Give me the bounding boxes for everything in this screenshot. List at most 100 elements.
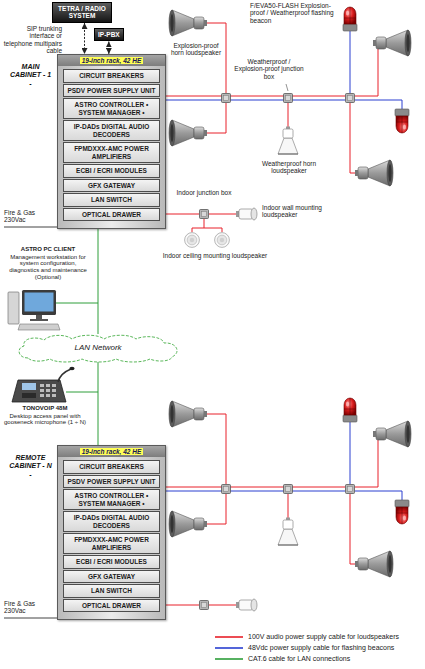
rack-module: PSDV POWER SUPPLY UNIT [63, 475, 160, 488]
audio-cable [350, 103, 355, 173]
rack-module: IP-DADs DIGITAL AUDIO DECODERS [63, 511, 160, 532]
legend-swatch-box [214, 644, 244, 652]
indoor-junction-box [200, 210, 209, 219]
rack-module: OPTICAL DRAWER [63, 599, 160, 612]
box-label: LAN SWITCH [66, 196, 157, 203]
box-label: ECBI / ECRI MODULES [66, 558, 157, 565]
rack-module: CIRCUIT BREAKERS [63, 69, 160, 82]
beacon-cable [166, 100, 345, 101]
audio-cable [209, 214, 236, 215]
rack-module: ASTRO CONTROLLER • SYSTEM MANAGER • [63, 98, 160, 119]
network-name: LAN Network [14, 334, 182, 362]
audio-cable [166, 96, 345, 97]
device-label: Indoor wall mounting loudspeaker [262, 204, 338, 219]
cable-connector [98, 229, 99, 334]
monitor-screen [25, 293, 54, 312]
cabinet-title: REMOTE CABINET - N - [8, 454, 53, 479]
box-label: LAN SWITCH [66, 587, 157, 594]
box-label: IP-PBX [98, 31, 120, 38]
legend-row: CAT.6 cable for LAN connections [214, 653, 399, 664]
box-label: OPTICAL DRAWER [66, 211, 157, 218]
box-label: OPTICAL DRAWER [66, 602, 157, 609]
rack-module: CIRCUIT BREAKERS [63, 460, 160, 473]
flashing-beacon [343, 7, 357, 31]
box-label: GFX GATEWAY [66, 573, 157, 580]
junction-box [222, 94, 231, 103]
explosion-proof-horn [169, 120, 207, 146]
device-label: Explosion-proof horn loudspeaker [170, 42, 222, 57]
system-box: IP-PBX [94, 28, 124, 41]
weatherproof-horn [278, 127, 298, 155]
panel-note: Desktop access panel with gooseneck micr… [2, 413, 88, 426]
power-note: Fire & Gas 230Vac [4, 600, 50, 615]
box-label: IP-DADs DIGITAL AUDIO DECODERS [66, 123, 157, 138]
box-label: CIRCUIT BREAKERS [66, 72, 157, 79]
pc-tower [8, 292, 19, 324]
rack-module: FPMDXXX-AMC POWER AMPLIFIERS [63, 142, 160, 163]
audio-cable [207, 103, 226, 133]
audio-cable [192, 219, 222, 232]
legend-swatch-box [214, 655, 244, 663]
ceiling-speaker [215, 233, 230, 248]
box-label: ASTRO CONTROLLER • SYSTEM MANAGER • [66, 492, 157, 507]
explosion-proof-horn [169, 10, 207, 36]
legend-text: CAT.6 cable for LAN connections [248, 655, 350, 662]
workstation-title: ASTRO PC CLIENT [4, 246, 92, 253]
mains-cable [4, 618, 57, 619]
system-box: TETRA / RADIO SYSTEM [52, 2, 112, 23]
audio-cable [166, 214, 199, 215]
audio-cable [355, 49, 378, 96]
junction-box [284, 94, 293, 103]
panel-title: TONOVOIP 48M [2, 405, 88, 412]
remote-field-section [166, 398, 411, 611]
beacon-cable [355, 100, 402, 109]
keyboard [18, 324, 60, 330]
rack-module: ECBI / ECRI MODULES [63, 555, 160, 568]
leader-line [286, 84, 288, 91]
pc-workstation [8, 290, 60, 330]
cabinet-title: MAIN CABINET - 1 - [8, 63, 53, 88]
legend-text: 100V audio power supply cable for loudsp… [248, 633, 399, 640]
lan-cable [56, 303, 98, 304]
legend-swatch [215, 658, 243, 660]
microphone [69, 367, 74, 371]
ceiling-speaker [185, 233, 200, 248]
rack-module: ECBI / ECRI MODULES [63, 164, 160, 177]
cable-connector [108, 41, 109, 54]
rack-header-band: 19-inch rack, 42 HE [58, 55, 165, 66]
box-label: PSDV POWER SUPPLY UNIT [66, 478, 157, 485]
rack-module: LAN SWITCH [63, 193, 160, 206]
panel-keys [40, 384, 56, 397]
rack-module: FPMDXXX-AMC POWER AMPLIFIERS [63, 533, 160, 554]
box-label: ECBI / ECRI MODULES [66, 167, 157, 174]
desktop-panel [12, 367, 75, 402]
wall-speaker [236, 208, 257, 220]
legend-swatch [215, 647, 243, 649]
rack-size-label: 19-inch rack, 42 HE [80, 448, 144, 455]
rack-cabinet: REMOTE CABINET - N -19-inch rack, 42 HEC… [57, 445, 166, 620]
ceiling-speakers [185, 219, 230, 247]
legend-swatch [215, 636, 243, 638]
rack-module: IP-DADs DIGITAL AUDIO DECODERS [63, 120, 160, 141]
box-label: FPMDXXX-AMC POWER AMPLIFIERS [66, 145, 157, 160]
field-section [166, 7, 411, 220]
panel-speaker [22, 393, 36, 398]
rack-module: GFX GATEWAY [63, 179, 160, 192]
rack-module: ASTRO CONTROLLER • SYSTEM MANAGER • [63, 489, 160, 510]
audio-cable [207, 23, 226, 93]
device-label: Weatherproof / Explosion-proof junction … [234, 58, 304, 80]
box-label: CIRCUIT BREAKERS [66, 463, 157, 470]
rack-module: GFX GATEWAY [63, 570, 160, 583]
junction-box [346, 94, 355, 103]
legend-row: 48Vdc power supply cable for flashing be… [214, 642, 399, 653]
legend: 100V audio power supply cable for loudsp… [214, 631, 399, 664]
explosion-proof-horn [355, 160, 393, 186]
device-label: F/EVA50-FLASH Explosion-proof / Weatherp… [250, 2, 336, 24]
monitor-foot [30, 319, 48, 321]
rack-size-label: 19-inch rack, 42 HE [80, 57, 144, 64]
workstation-note: Management workstation for system config… [4, 254, 92, 281]
box-label: ASTRO CONTROLLER • SYSTEM MANAGER • [66, 101, 157, 116]
beacon-cable [350, 31, 351, 93]
rack-module: LAN SWITCH [63, 584, 160, 597]
mains-cable [4, 227, 57, 228]
